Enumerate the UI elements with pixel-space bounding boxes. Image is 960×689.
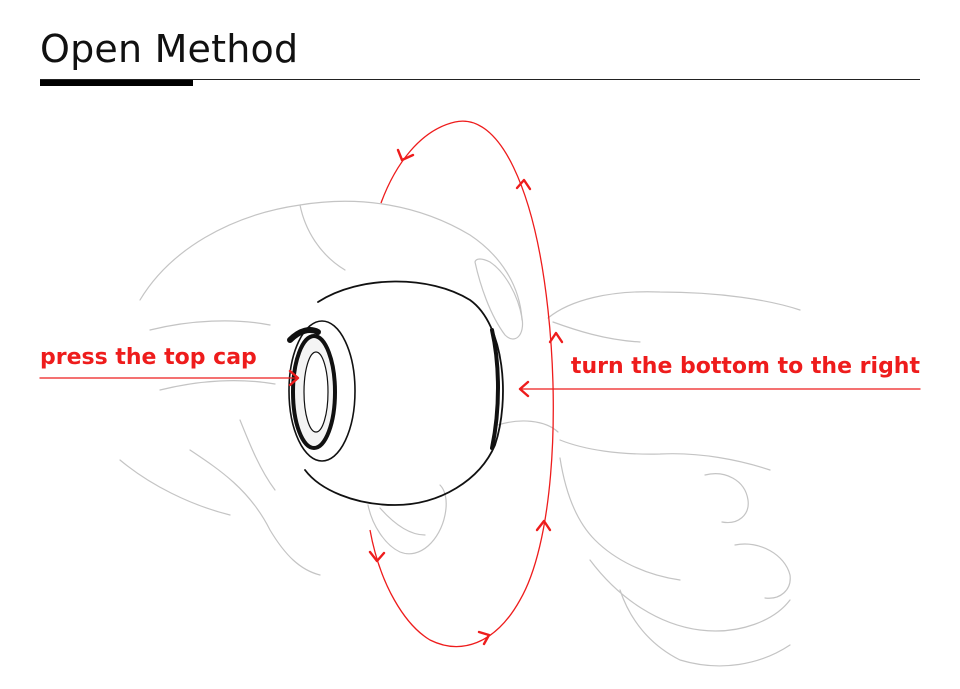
title-divider: [40, 79, 920, 80]
press-top-cap-label: press the top cap: [40, 345, 257, 370]
title-underline-accent: [40, 80, 193, 86]
turn-bottom-label: turn the bottom to the right: [570, 354, 920, 379]
arrowhead-low-right: [535, 519, 552, 532]
rotation-arrow-loop: [369, 120, 554, 648]
arrowhead-top-left: [396, 148, 415, 162]
arrowhead-mid-right: [548, 331, 564, 344]
hands-sketch: [119, 200, 801, 667]
page-title: Open Method: [40, 27, 299, 71]
arrowhead-bottom: [477, 630, 491, 646]
turn-arrow: [518, 380, 921, 398]
arrowhead-top-right: [515, 178, 532, 191]
rotation-arrowheads: [368, 148, 564, 646]
press-arrow: [39, 369, 300, 387]
arrowhead-low-left: [368, 550, 386, 563]
ball-container: [287, 280, 504, 506]
